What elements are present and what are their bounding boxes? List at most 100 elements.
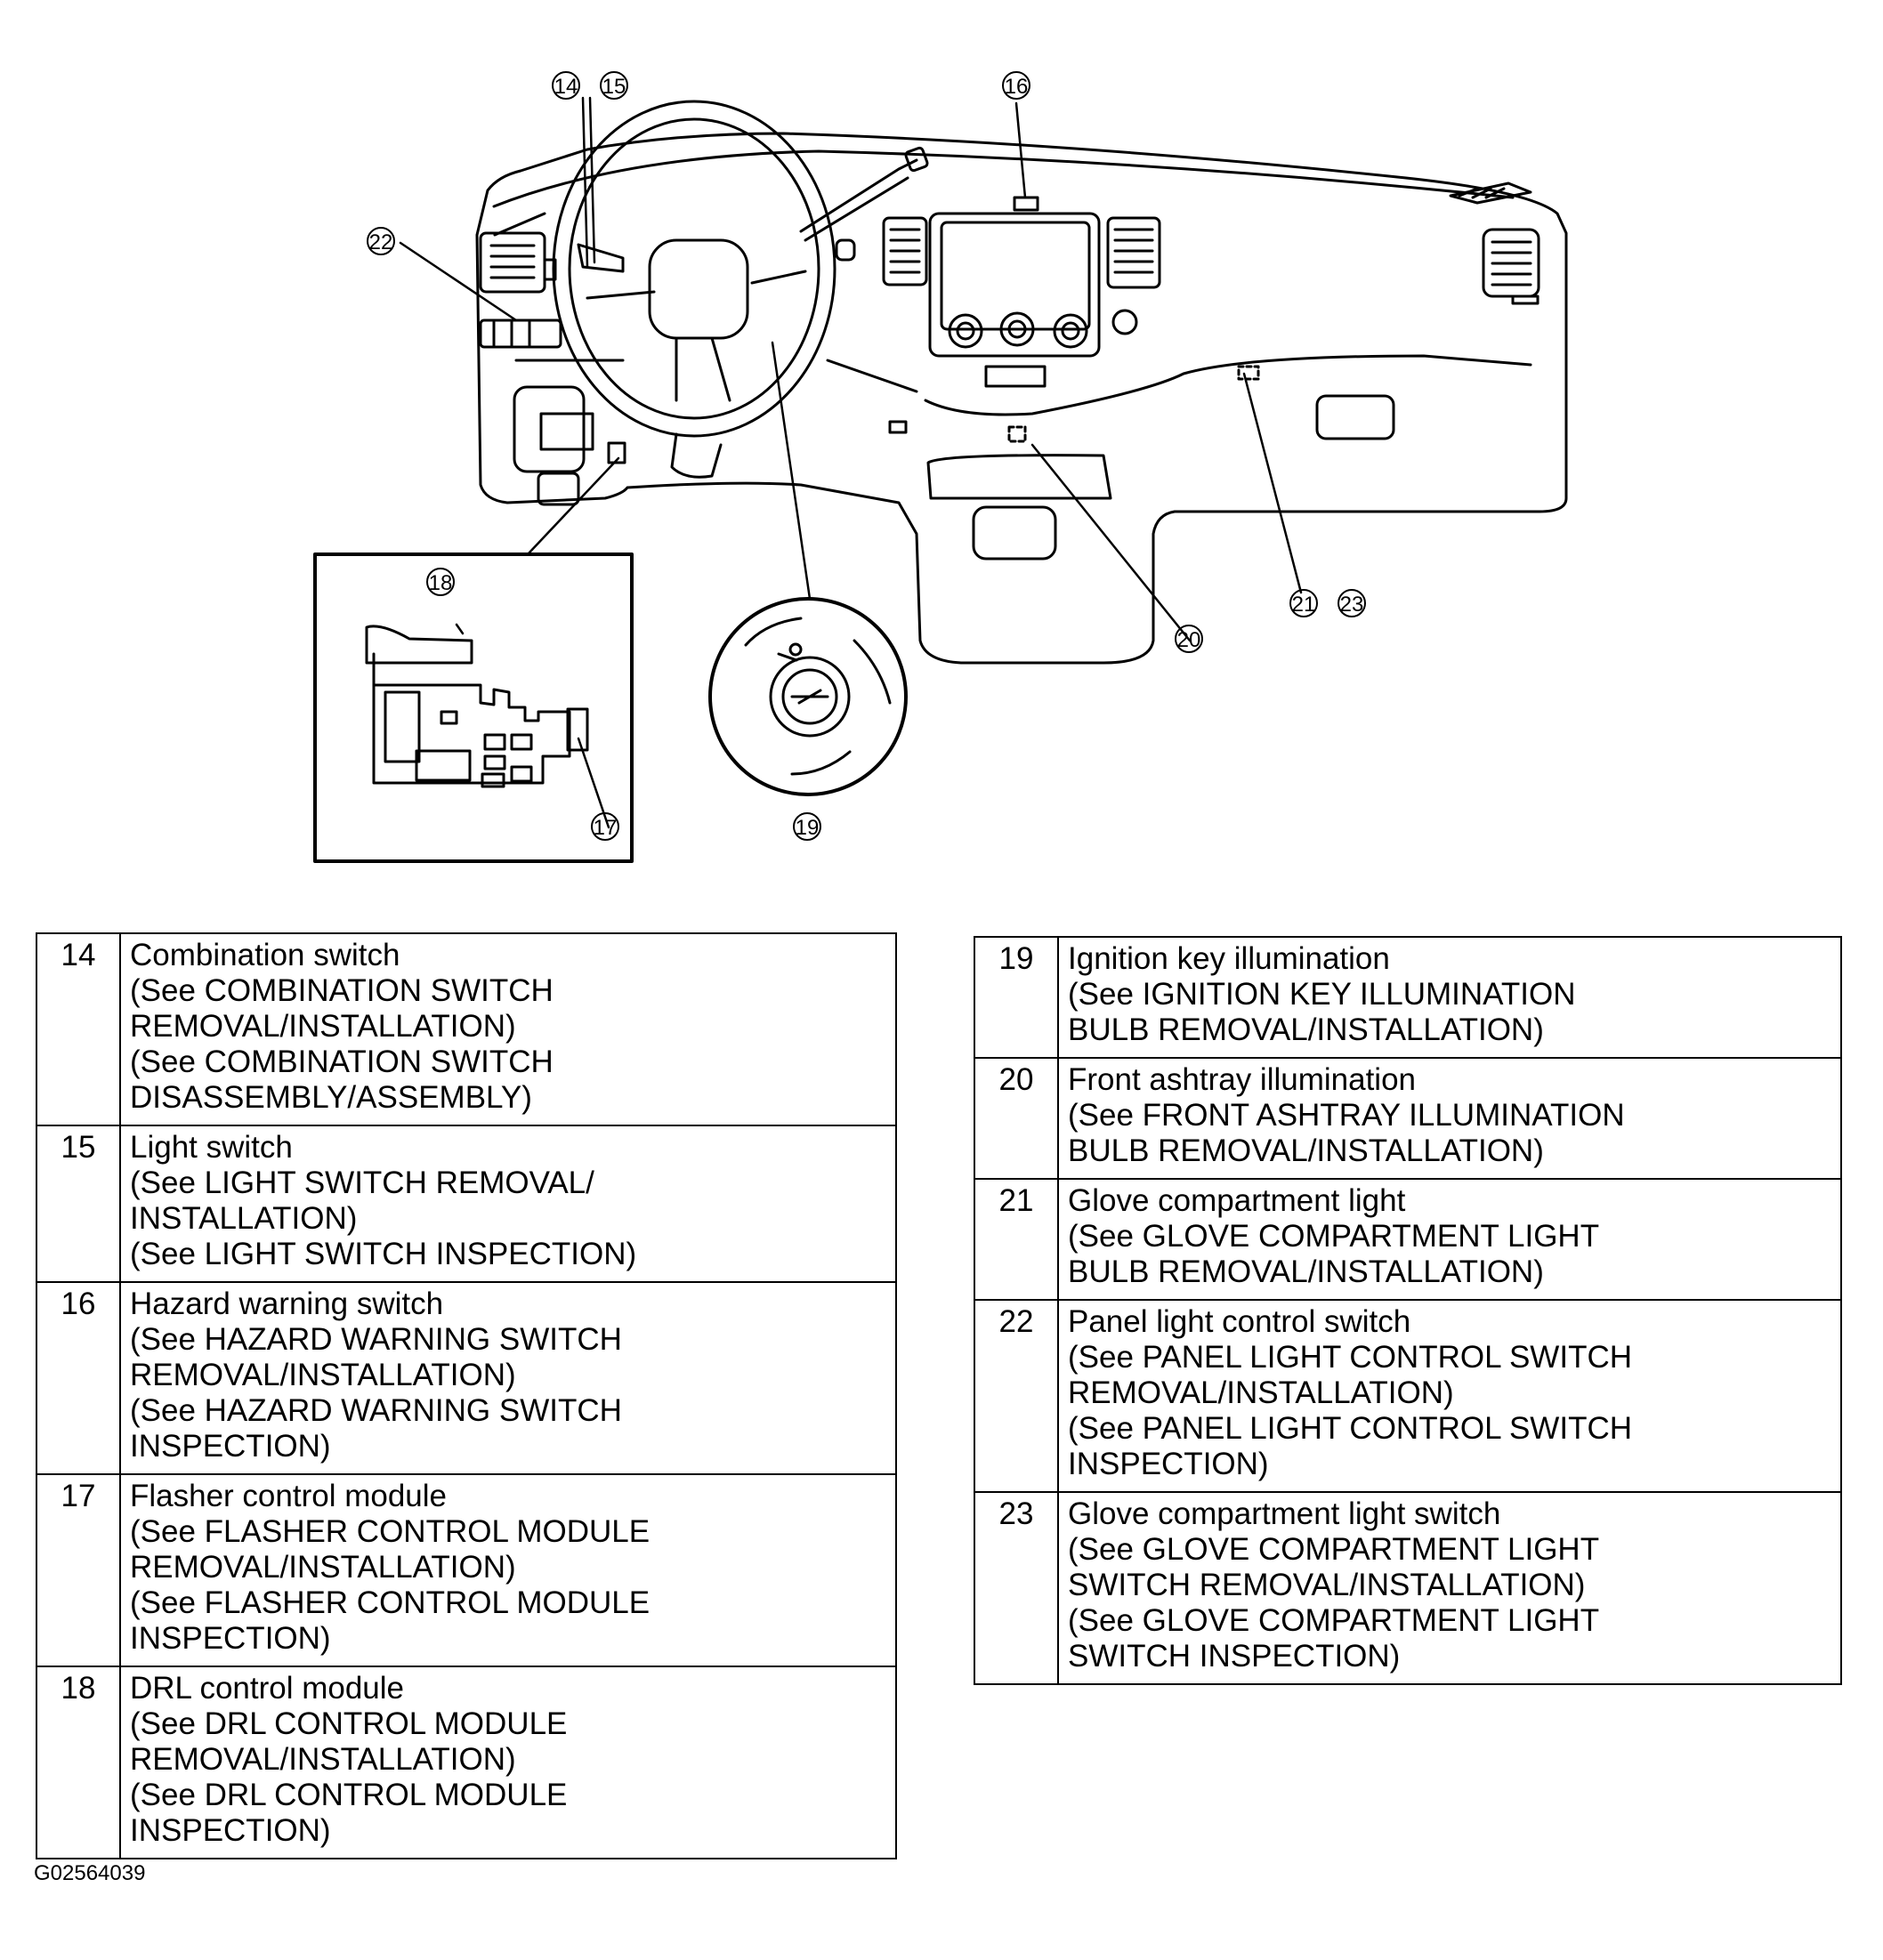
reference-text: REMOVAL/INSTALLATION): [130, 1009, 516, 1044]
reference-text: (See GLOVE COMPARTMENT LIGHT: [1068, 1603, 1600, 1638]
legend-item-number: 20: [974, 1057, 1059, 1180]
callout-14: 14: [552, 71, 580, 100]
svg-text:15: 15: [602, 75, 626, 99]
reference-text: (See PANEL LIGHT CONTROL SWITCH: [1068, 1340, 1632, 1375]
reference-text: (See DRL CONTROL MODULE: [130, 1706, 568, 1741]
callout-19: 19: [793, 812, 821, 841]
reference-text: (See IGNITION KEY ILLUMINATION: [1068, 977, 1576, 1012]
callout-15: 15: [600, 71, 628, 100]
legend-item-description: Light switch(See LIGHT SWITCH REMOVAL/IN…: [119, 1125, 897, 1283]
component-name: Combination switch: [130, 938, 400, 972]
ignition-key-inset: [708, 597, 908, 796]
callout-21: 21: [1289, 589, 1318, 617]
component-name: Glove compartment light switch: [1068, 1496, 1501, 1531]
legend-item-description: Glove compartment light switch(See GLOVE…: [1057, 1491, 1842, 1685]
reference-text: INSPECTION): [1068, 1447, 1269, 1481]
reference-text: INSTALLATION): [130, 1201, 358, 1236]
reference-text: (See COMBINATION SWITCH: [130, 1045, 554, 1079]
reference-text: BULB REMOVAL/INSTALLATION): [1068, 1254, 1544, 1289]
legend-item-description: Front ashtray illumination(See FRONT ASH…: [1057, 1057, 1842, 1180]
reference-text: (See GLOVE COMPARTMENT LIGHT: [1068, 1532, 1600, 1567]
reference-text: INSPECTION): [130, 1429, 331, 1464]
reference-text: DISASSEMBLY/ASSEMBLY): [130, 1080, 532, 1115]
legend-item-number: 14: [36, 932, 121, 1126]
legend-item-number: 22: [974, 1299, 1059, 1493]
callout-16: 16: [1002, 71, 1030, 100]
legend-item-description: Ignition key illumination(See IGNITION K…: [1057, 936, 1842, 1059]
component-name: Light switch: [130, 1130, 293, 1165]
svg-text:17: 17: [594, 816, 618, 840]
drl-module-inset: [313, 553, 634, 863]
reference-text: (See LIGHT SWITCH INSPECTION): [130, 1237, 637, 1271]
component-name: Ignition key illumination: [1068, 941, 1390, 976]
legend-item-number: 23: [974, 1491, 1059, 1685]
reference-text: REMOVAL/INSTALLATION): [130, 1550, 516, 1585]
svg-text:20: 20: [1177, 628, 1201, 652]
legend-item-number: 15: [36, 1125, 121, 1283]
callout-22: 22: [367, 227, 395, 255]
reference-text: (See COMBINATION SWITCH: [130, 973, 554, 1008]
svg-text:16: 16: [1005, 75, 1029, 99]
legend-item-description: Hazard warning switch(See HAZARD WARNING…: [119, 1281, 897, 1475]
legend-item-number: 19: [974, 936, 1059, 1059]
legend-item-description: DRL control module(See DRL CONTROL MODUL…: [119, 1666, 897, 1859]
reference-text: (See FRONT ASHTRAY ILLUMINATION: [1068, 1098, 1625, 1133]
dashboard-illustration: [475, 132, 1568, 665]
component-name: Glove compartment light: [1068, 1183, 1406, 1218]
callout-20: 20: [1175, 625, 1203, 653]
svg-text:19: 19: [796, 816, 820, 840]
figure-code: G02564039: [34, 1861, 146, 1885]
svg-text:18: 18: [429, 571, 453, 595]
reference-text: SWITCH REMOVAL/INSTALLATION): [1068, 1568, 1586, 1602]
component-name: Front ashtray illumination: [1068, 1062, 1416, 1097]
reference-text: REMOVAL/INSTALLATION): [1068, 1375, 1454, 1410]
reference-text: (See DRL CONTROL MODULE: [130, 1778, 568, 1812]
reference-text: REMOVAL/INSTALLATION): [130, 1358, 516, 1392]
svg-text:22: 22: [369, 230, 393, 254]
reference-text: (See HAZARD WARNING SWITCH: [130, 1393, 622, 1428]
legend-item-description: Glove compartment light(See GLOVE COMPAR…: [1057, 1178, 1842, 1301]
legend-item-description: Combination switch(See COMBINATION SWITC…: [119, 932, 897, 1126]
svg-text:14: 14: [554, 75, 578, 99]
steering-wheel-illustration: [543, 100, 929, 479]
reference-text: (See GLOVE COMPARTMENT LIGHT: [1068, 1219, 1600, 1254]
legend-item-description: Panel light control switch(See PANEL LIG…: [1057, 1299, 1842, 1493]
callout-17: 17: [591, 812, 619, 841]
component-name: Hazard warning switch: [130, 1287, 444, 1321]
reference-text: SWITCH INSPECTION): [1068, 1639, 1401, 1674]
reference-text: INSPECTION): [130, 1621, 331, 1656]
reference-text: (See FLASHER CONTROL MODULE: [130, 1585, 651, 1620]
callout-18: 18: [426, 568, 455, 596]
legend-item-description: Flasher control module(See FLASHER CONTR…: [119, 1473, 897, 1667]
reference-text: INSPECTION): [130, 1813, 331, 1848]
reference-text: REMOVAL/INSTALLATION): [130, 1742, 516, 1777]
callout-23: 23: [1337, 589, 1366, 617]
reference-text: BULB REMOVAL/INSTALLATION): [1068, 1133, 1544, 1168]
reference-text: (See FLASHER CONTROL MODULE: [130, 1514, 651, 1549]
legend-item-number: 16: [36, 1281, 121, 1475]
reference-text: (See LIGHT SWITCH REMOVAL/: [130, 1166, 594, 1200]
reference-text: BULB REMOVAL/INSTALLATION): [1068, 1012, 1544, 1047]
reference-text: (See HAZARD WARNING SWITCH: [130, 1322, 622, 1357]
component-name: Flasher control module: [130, 1479, 447, 1513]
leader-lines: [399, 96, 1303, 829]
legend-item-number: 17: [36, 1473, 121, 1667]
reference-text: (See PANEL LIGHT CONTROL SWITCH: [1068, 1411, 1632, 1446]
legend-item-number: 18: [36, 1666, 121, 1859]
legend-item-number: 21: [974, 1178, 1059, 1301]
component-name: DRL control module: [130, 1671, 405, 1706]
component-name: Panel light control switch: [1068, 1304, 1411, 1339]
dashboard-diagram: 14 15 16 22 18 17 19 20 21 23: [0, 0, 1883, 890]
